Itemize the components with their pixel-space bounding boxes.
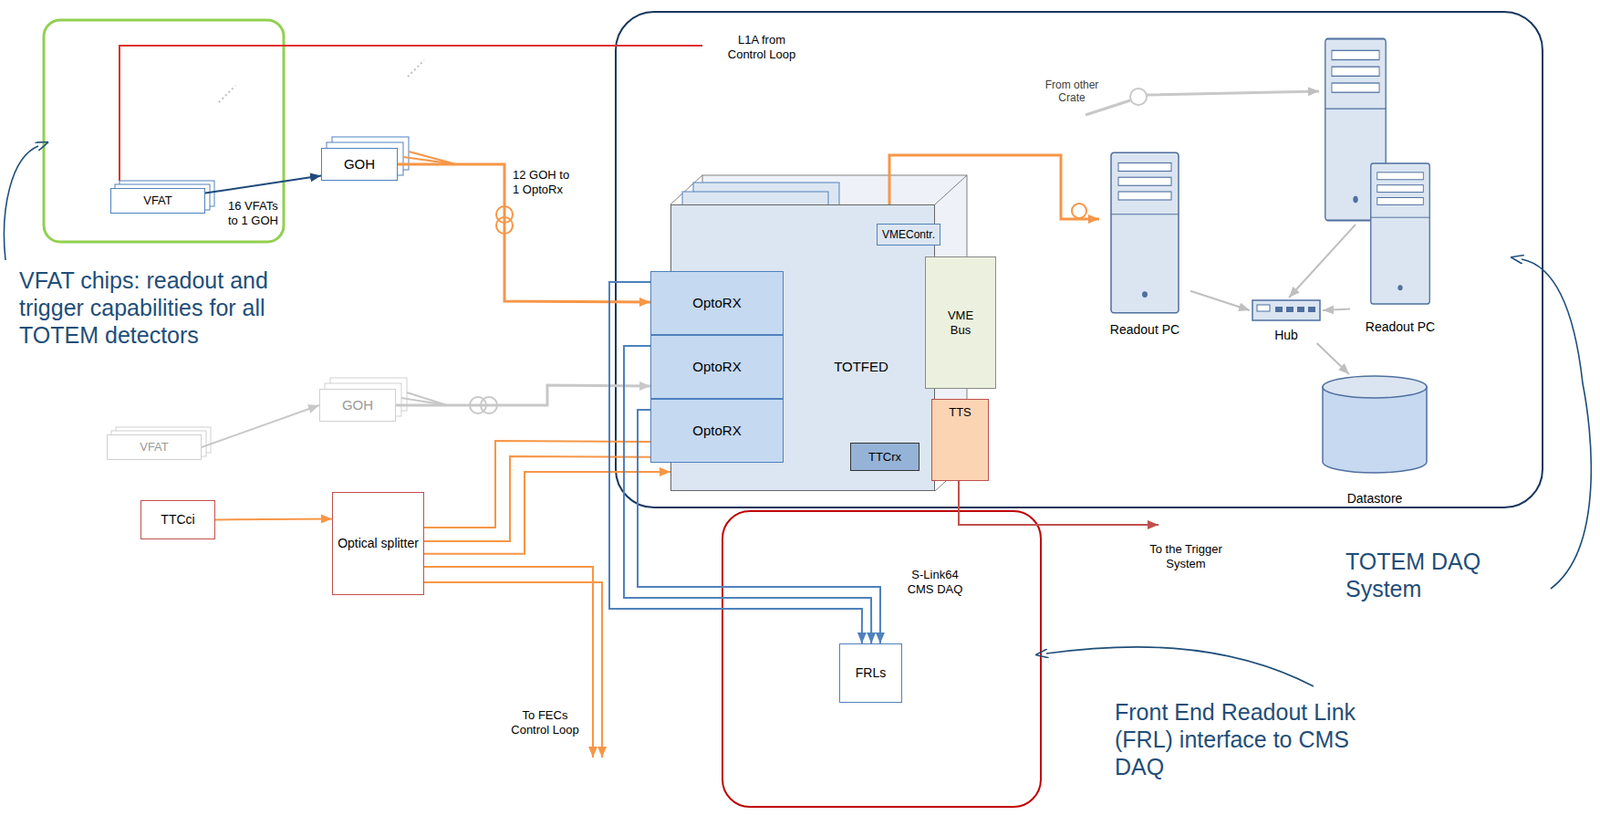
signal-label: To FECs Control Loop xyxy=(506,707,584,737)
connector xyxy=(215,518,333,520)
signal-label: To the Trigger System xyxy=(1140,541,1232,571)
goh-box: GOH xyxy=(321,147,398,181)
splitter-box: Optical splitter xyxy=(332,491,425,595)
optorx-box: OptoRX xyxy=(650,270,784,335)
callout-arrow xyxy=(1521,259,1591,589)
signal-label: From other Crate xyxy=(1039,78,1104,105)
optorx-box: OptoRX xyxy=(650,334,784,399)
vfat-box: VFAT xyxy=(106,434,202,460)
node-label: Datastore xyxy=(1347,490,1403,507)
connector xyxy=(395,384,651,406)
readout-pc-icon xyxy=(1369,161,1432,306)
node-label: Readout PC xyxy=(1365,319,1435,335)
node-label: GOH xyxy=(342,396,374,414)
vfat-box: VFAT xyxy=(110,187,206,214)
datastore: Datastore xyxy=(1310,374,1439,507)
hub-icon-shape xyxy=(1252,300,1320,321)
callout-text: TOTEM DAQ System xyxy=(1345,547,1506,603)
vme-bus: VME Bus xyxy=(924,256,997,389)
callout-arrow xyxy=(1046,646,1314,686)
fiber-coil xyxy=(1130,88,1147,105)
connector xyxy=(1190,290,1250,311)
node-label: VFAT xyxy=(143,193,173,208)
node-label: FRLs xyxy=(855,664,886,681)
fiber-coil xyxy=(1071,203,1087,219)
readout-pc-icon-shape xyxy=(1371,163,1431,304)
goh-box: GOH xyxy=(319,388,396,422)
datastore-icon-shape xyxy=(1322,375,1427,473)
node-label: VFAT xyxy=(139,439,169,455)
frl-box: FRLs xyxy=(839,643,903,703)
fec-wire xyxy=(419,566,593,758)
node-label: TOTFED xyxy=(788,358,935,375)
daq-region xyxy=(615,11,1543,508)
node-label: Optical splitter xyxy=(337,535,419,551)
edge-label: 12 GOH to 1 OptoRx xyxy=(512,167,573,197)
datastore-icon xyxy=(1320,374,1429,475)
ttcrx-box: TTCrx xyxy=(850,442,920,471)
node-label: TTS xyxy=(948,405,972,420)
optorx-box: OptoRX xyxy=(650,398,784,463)
fiber-fan xyxy=(401,392,447,406)
signal-label: S-Link64 CMS DAQ xyxy=(903,567,967,596)
readout-pc-icon xyxy=(1109,150,1181,315)
lan-wire xyxy=(1288,224,1356,298)
readout-pc-icon-shape xyxy=(1111,152,1179,313)
node-label: TTCrx xyxy=(868,449,902,465)
vme-controller: VMEContr. xyxy=(876,223,941,246)
node-label: Hub xyxy=(1274,327,1299,343)
node-label: VME Bus xyxy=(941,308,980,337)
node-label: OptoRX xyxy=(692,358,741,375)
callout-text: VFAT chips: readout and trigger capabili… xyxy=(19,266,277,349)
callout-arrow xyxy=(4,145,40,260)
node-label: VMEContr. xyxy=(882,228,936,241)
trigger-wire xyxy=(958,480,1159,525)
connector xyxy=(424,471,671,554)
edge-label: 16 VFATs to 1 GOH xyxy=(228,198,285,228)
tts-panel: TTS xyxy=(931,398,989,481)
l1a-wire xyxy=(119,45,703,181)
dots xyxy=(218,60,425,103)
connector xyxy=(205,176,322,194)
ttcci-box: TTCci xyxy=(140,499,216,540)
readout-pc: Readout PC xyxy=(1350,161,1451,335)
connector xyxy=(424,440,651,528)
node-label: Readout PC xyxy=(1110,322,1180,338)
node-label: GOH xyxy=(343,155,375,173)
node-label: OptoRX xyxy=(692,294,741,312)
vfat-region xyxy=(43,20,284,242)
hub-icon xyxy=(1251,299,1321,322)
connector xyxy=(1322,309,1351,312)
fiber-other-crate xyxy=(1085,91,1320,115)
fiber-fan xyxy=(403,151,457,165)
connector xyxy=(424,456,651,541)
fec-wire xyxy=(419,581,603,758)
connector xyxy=(201,405,320,447)
crate-box: TOTFEDOptoRXOptoRXOptoRXVMEContr.VME Bus… xyxy=(670,204,936,491)
hub: Hub xyxy=(1249,299,1323,343)
connector xyxy=(1317,342,1350,375)
frl-region xyxy=(722,510,1041,807)
node-label: OptoRX xyxy=(692,422,741,439)
signal-label: L1A from Control Loop xyxy=(720,32,803,62)
callout-text: Front End Readout Link (FRL) interface t… xyxy=(1114,697,1357,780)
readout-pc: Readout PC xyxy=(1099,150,1191,338)
node-label: TTCci xyxy=(160,511,195,528)
